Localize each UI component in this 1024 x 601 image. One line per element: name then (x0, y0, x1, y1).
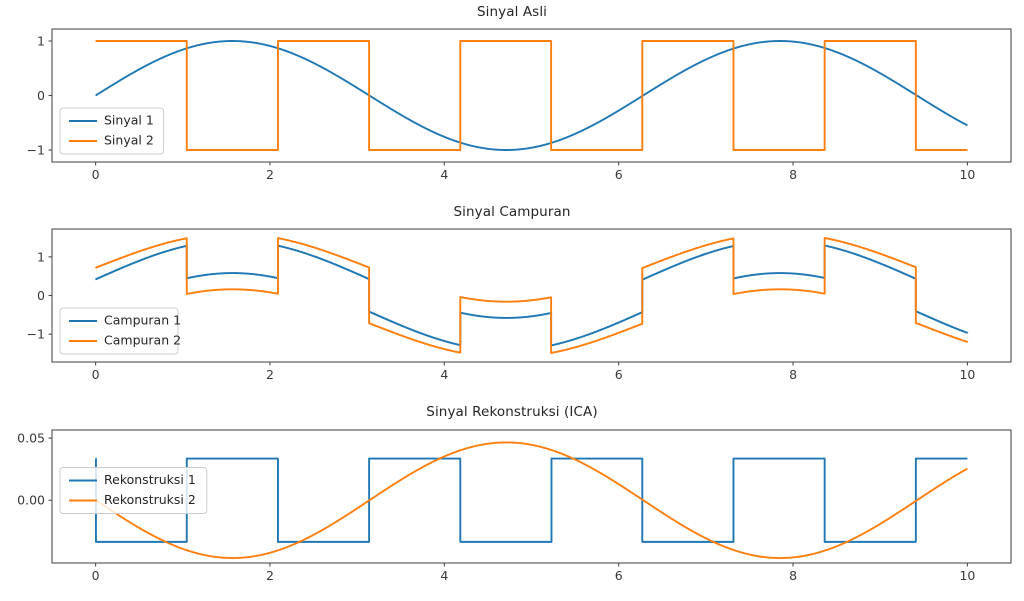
legend-label-2: Rekonstruksi 2 (104, 492, 196, 507)
series-line-1 (95, 40, 968, 151)
x-tick-label: 8 (789, 568, 797, 583)
x-tick-label: 0 (92, 367, 100, 382)
legend-label-2: Sinyal 2 (104, 133, 154, 148)
x-tick-label: 8 (789, 367, 797, 382)
y-tick-label: −1 (27, 327, 45, 342)
data-area (95, 441, 968, 559)
series-line-1 (95, 457, 968, 543)
data-area (95, 40, 968, 151)
y-tick-label: 0 (37, 288, 45, 303)
legend-label-1: Rekonstruksi 1 (104, 472, 196, 487)
y-tick-label: 0 (37, 88, 45, 103)
x-tick-label: 4 (440, 367, 448, 382)
subplot-title-3: Sinyal Rekonstruksi (ICA) (426, 404, 598, 420)
subplot-title-2: Sinyal Campuran (453, 204, 571, 220)
x-tick-label: 10 (959, 568, 975, 583)
legend-label-1: Sinyal 1 (104, 113, 154, 128)
x-tick-label: 2 (266, 568, 274, 583)
legend-box (59, 467, 208, 514)
legend[interactable]: Rekonstruksi 1 Rekonstruksi 2 (59, 467, 208, 514)
legend[interactable]: Campuran 1 Campuran 2 (59, 307, 181, 355)
y-tick-label: −1 (27, 143, 45, 158)
legend-label-2: Campuran 2 (104, 333, 181, 348)
x-tick-label: 6 (615, 367, 623, 382)
x-tick-label: 2 (266, 167, 274, 182)
y-tick-label: 1 (37, 33, 45, 48)
series-line-2 (95, 237, 969, 354)
x-tick-label: 10 (959, 167, 975, 182)
x-tick-label: 0 (92, 568, 100, 583)
y-tick-label: 1 (37, 249, 45, 264)
x-tick-label: 8 (789, 167, 797, 182)
x-tick-label: 6 (615, 568, 623, 583)
y-tick-label: 0.05 (17, 431, 45, 446)
x-tick-label: 2 (266, 367, 274, 382)
x-tick-label: 4 (440, 568, 448, 583)
subplot-reconstructed-signals: Sinyal Rekonstruksi (ICA) 0 2 4 6 8 10 0.00 0.0… (0, 400, 1024, 601)
legend[interactable]: Sinyal 1 Sinyal 2 (59, 107, 165, 155)
legend-box (59, 307, 179, 355)
series-line-2 (95, 441, 968, 559)
x-tick-label: 6 (615, 167, 623, 182)
subplot-title-1: Sinyal Asli (476, 4, 548, 20)
series-line-2 (95, 40, 968, 151)
series-line-1 (95, 244, 969, 347)
x-tick-label: 4 (440, 167, 448, 182)
axes-frame (51, 429, 1012, 564)
legend-label-1: Campuran 1 (104, 313, 181, 328)
data-area (95, 237, 969, 354)
legend-box (59, 107, 165, 155)
y-tick-label: 0.00 (17, 493, 45, 508)
axes-frame (51, 28, 1012, 163)
x-tick-label: 0 (92, 167, 100, 182)
x-tick-label: 10 (959, 367, 975, 382)
